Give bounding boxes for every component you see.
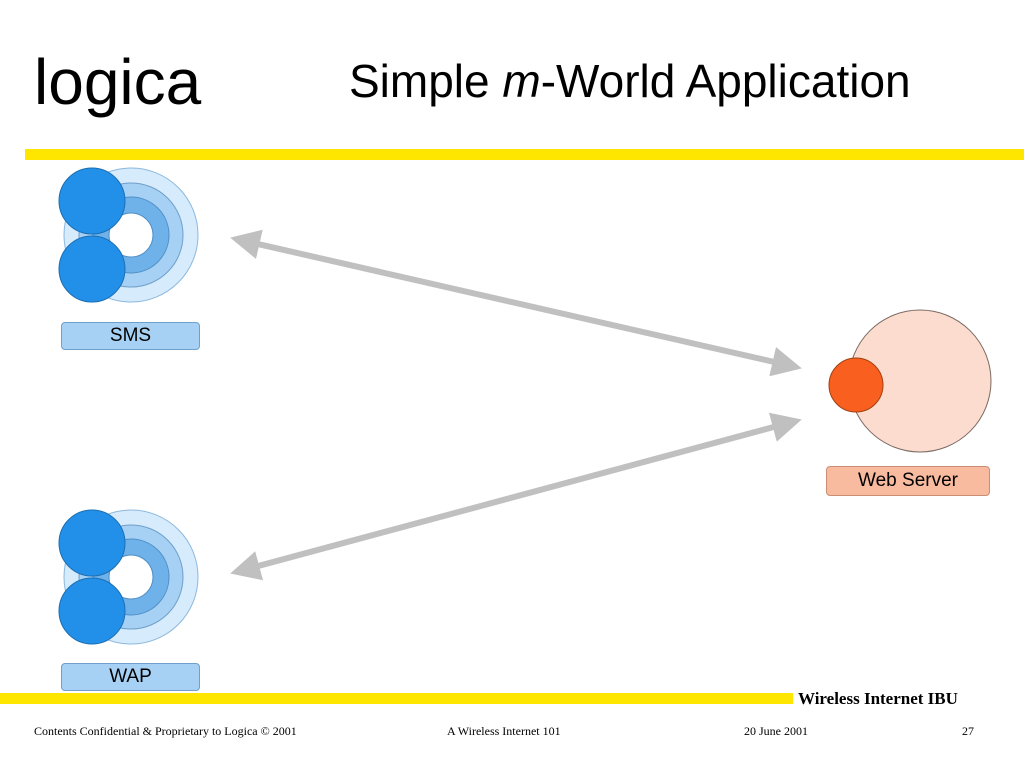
top-divider-bar — [25, 149, 1024, 160]
sms-label: SMS — [61, 322, 200, 350]
footer-brand: Wireless Internet IBU — [798, 689, 958, 708]
sms-webserver-arrow — [230, 229, 802, 377]
title-prefix: Simple — [349, 55, 503, 107]
wap-label: WAP — [61, 663, 200, 691]
footer-confidential: Contents Confidential & Proprietary to L… — [34, 724, 297, 738]
logica-logo: logica — [34, 46, 202, 118]
web-server-label: Web Server — [826, 466, 990, 496]
web-server-icon — [828, 309, 992, 453]
title-suffix: -World Application — [540, 55, 911, 107]
bottom-divider-bar — [0, 693, 793, 704]
wap-webserver-arrow — [230, 412, 802, 581]
title-emphasis: m — [502, 55, 541, 107]
footer-page-number: 27 — [962, 724, 974, 738]
slide-title: Simple m-World Application — [349, 58, 911, 104]
footer-date: 20 June 2001 — [744, 724, 808, 738]
sms-device-icon — [58, 167, 199, 303]
footer-course: A Wireless Internet 101 — [447, 724, 561, 738]
wap-device-icon — [58, 509, 199, 645]
